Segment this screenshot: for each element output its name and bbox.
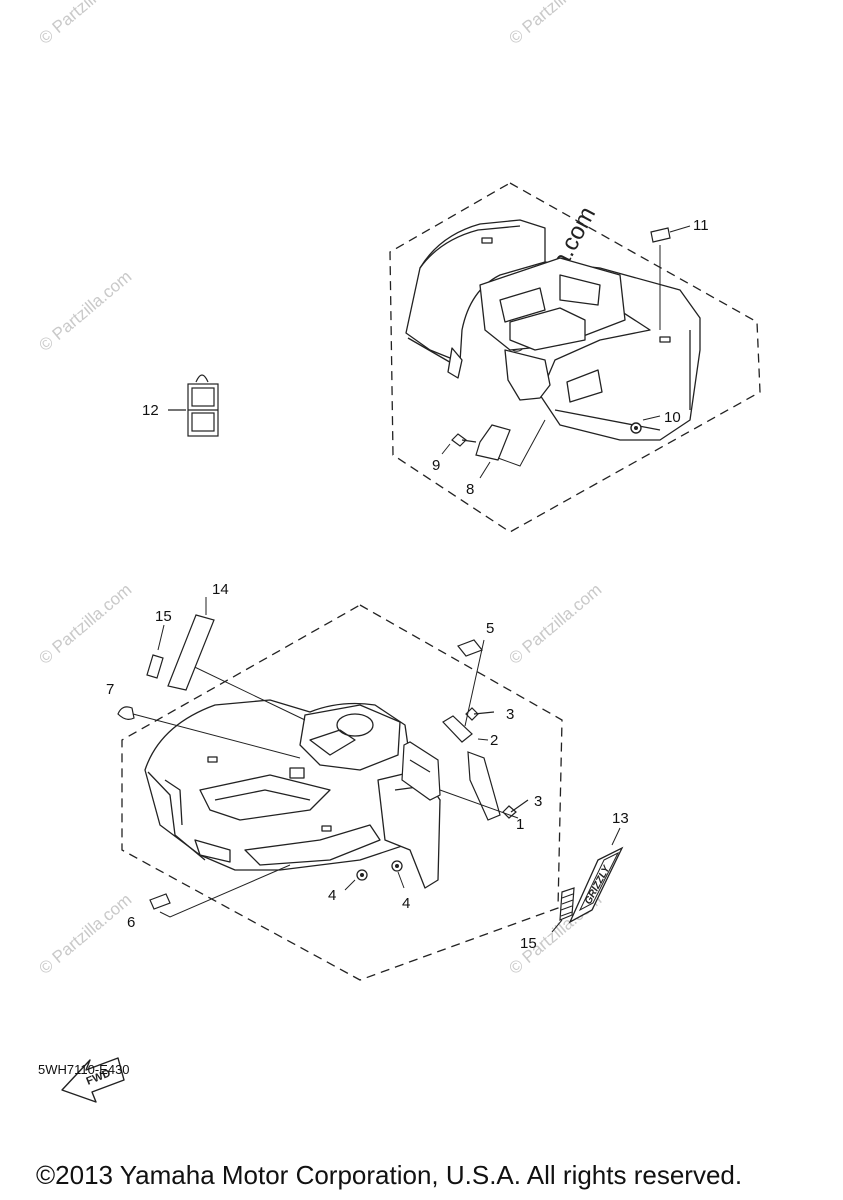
part-5-label xyxy=(457,639,483,657)
callout-8: 8 xyxy=(466,481,474,498)
front-leader-lines xyxy=(132,639,519,918)
callout-5: 5 xyxy=(486,620,494,637)
callout-4: 4 xyxy=(328,887,336,904)
copyright-notice: ©2013 Yamaha Motor Corporation, U.S.A. A… xyxy=(36,1160,743,1190)
callout-3: 3 xyxy=(506,706,514,723)
part-12-caution-tag xyxy=(168,374,219,437)
rear-leader-lines xyxy=(441,225,691,479)
part-1-plate xyxy=(467,751,501,821)
front-fender xyxy=(144,699,441,889)
watermark: © Partzilla.com xyxy=(505,580,605,668)
callout-11: 11 xyxy=(693,217,709,234)
callout-15: 15 xyxy=(155,608,172,625)
callout-7: 7 xyxy=(106,681,114,698)
callout-2: 2 xyxy=(490,732,498,749)
part-4-grommet xyxy=(391,860,403,872)
part-9-bolt xyxy=(451,433,477,447)
front-group-boundary xyxy=(121,604,563,981)
watermark: © Partzilla.com xyxy=(35,267,135,355)
part-2-plate xyxy=(442,715,473,743)
rear-fender-group xyxy=(389,182,761,533)
callout-9: 9 xyxy=(432,457,440,474)
callout-3: 3 xyxy=(534,793,542,810)
part-7-cap xyxy=(117,706,135,720)
watermark: © Partzilla.com xyxy=(505,0,605,48)
part-1-side-panel xyxy=(401,741,441,801)
callouts: 1 2 3 3 4 4 5 6 7 8 9 10 11 12 13 14 15 … xyxy=(106,217,709,952)
watermark: © Partzilla.com xyxy=(35,890,135,978)
watermark: © Partzilla.com xyxy=(35,580,135,668)
callout-1: 1 xyxy=(516,816,524,833)
callout-6: 6 xyxy=(127,914,135,931)
fwd-arrow-icon: FWD xyxy=(61,1057,125,1103)
callout-10: 10 xyxy=(664,409,681,426)
front-fender-group xyxy=(117,604,563,981)
part-8-plate xyxy=(475,424,511,461)
part-14-decal xyxy=(167,614,215,691)
callout-13: 13 xyxy=(612,810,629,827)
rear-fender xyxy=(405,219,701,441)
part-15-striped-decal xyxy=(551,887,575,933)
watermark: © Partzilla.com xyxy=(35,0,135,48)
part-3-bolt xyxy=(465,707,495,721)
callout-12: 12 xyxy=(142,402,159,419)
part-4-grommet xyxy=(356,869,368,881)
callout-14: 14 xyxy=(212,581,229,598)
part-11-label xyxy=(650,227,671,243)
part-6-label xyxy=(149,893,171,910)
diagram-code: 5WH7110-E430 xyxy=(38,1062,130,1077)
part-3-bolt xyxy=(502,799,529,819)
callout-4: 4 xyxy=(402,895,410,912)
rear-group-boundary xyxy=(389,182,761,533)
part-15-decal xyxy=(146,654,164,679)
callout-15: 15 xyxy=(520,935,537,952)
